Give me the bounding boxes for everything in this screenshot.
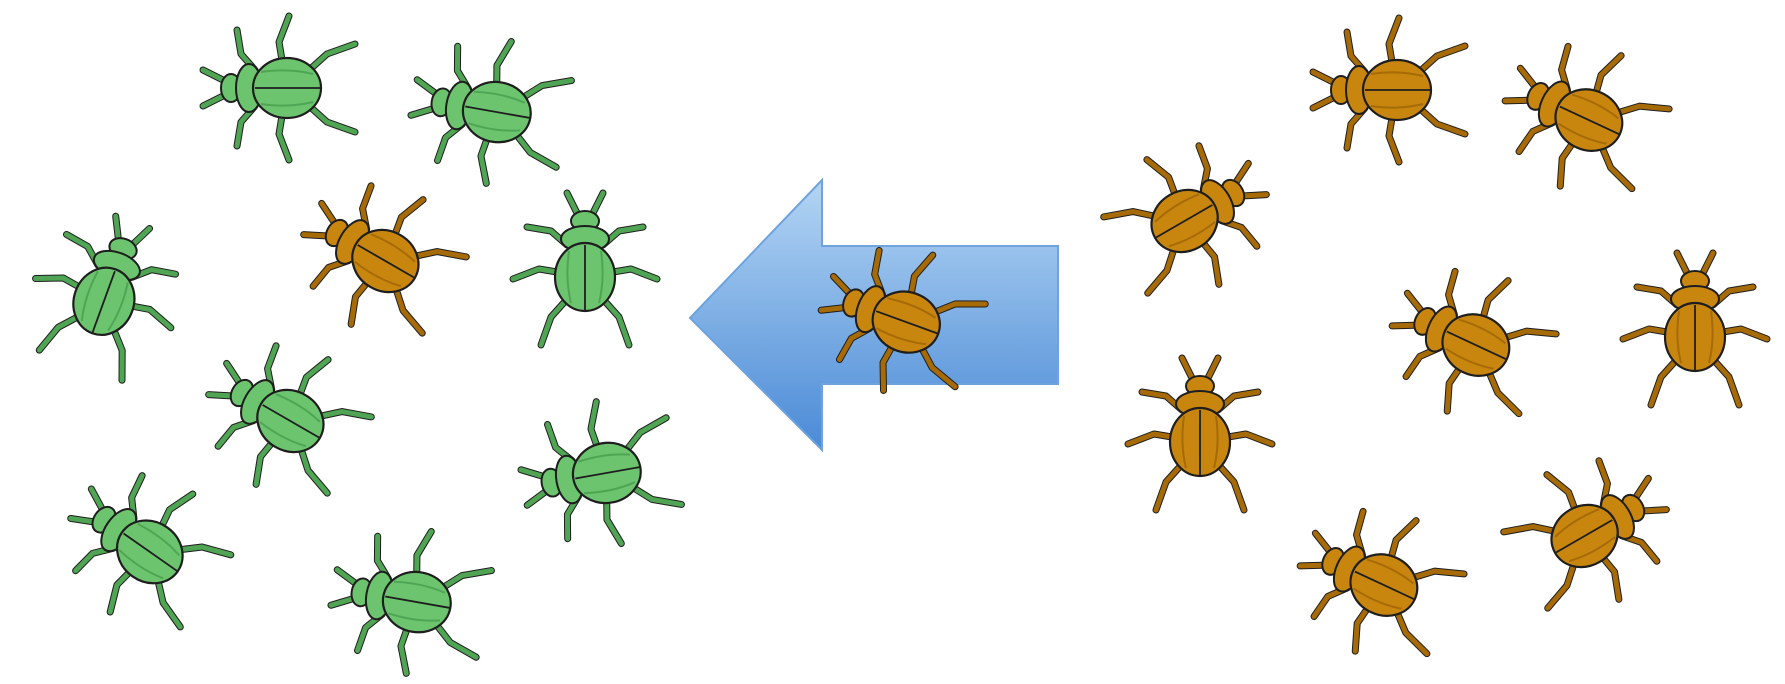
- beetle-icon-green-5: [513, 193, 657, 345]
- beetle-icon-brown-2: [1482, 19, 1681, 214]
- beetle-icon-green-6: [182, 317, 386, 518]
- beetle-icon-green-8: [512, 390, 687, 558]
- beetle-icon-brown-3: [1090, 117, 1294, 318]
- beetle-icon-brown-in-left: [277, 157, 481, 358]
- right-population: [1090, 18, 1767, 679]
- beetle-icon-green-2: [402, 27, 577, 195]
- beetle-icon-brown-8: [1277, 484, 1476, 679]
- beetle-icon-brown-5: [1128, 358, 1272, 510]
- beetle-icon-green-7: [40, 445, 247, 650]
- beetle-icon-brown-6: [1369, 244, 1568, 439]
- beetle-icon-brown-1: [1313, 18, 1465, 162]
- left-population: [13, 16, 686, 684]
- beetle-icon-green-1: [203, 16, 355, 160]
- beetle-icon-green-3: [13, 198, 200, 390]
- beetle-icon-brown-4: [1623, 253, 1767, 405]
- beetle-icon-brown-7: [1490, 432, 1694, 633]
- beetle-icon-green-9: [322, 517, 497, 684]
